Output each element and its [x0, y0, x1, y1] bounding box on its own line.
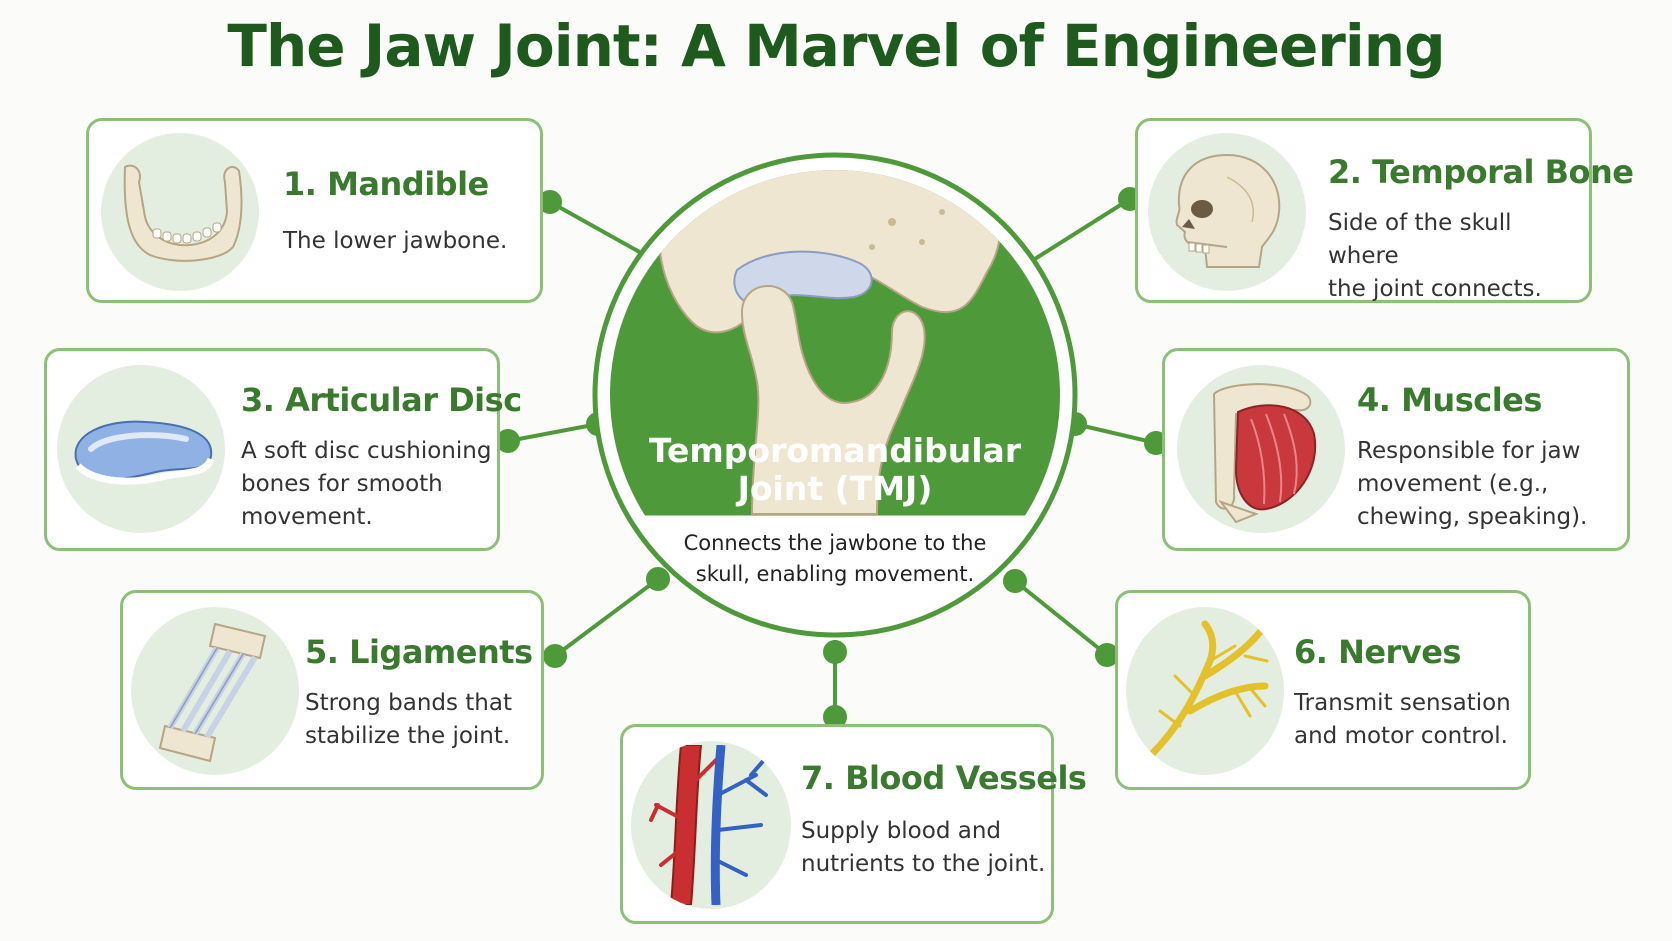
ligaments-description-line: stabilize the joint. — [305, 723, 511, 749]
card-temporal-bone: 2. Temporal Bone Side of the skull where… — [1135, 118, 1634, 306]
ligament-icon — [131, 607, 299, 775]
center-title: Temporomandibular Joint (TMJ) — [622, 432, 1048, 508]
card-mandible: 1. Mandible The lower jawbone. — [86, 118, 543, 303]
ligaments-description-line: Strong bands that — [305, 690, 512, 716]
blood-vessels-description: Supply blood and nutrients to the joint. — [801, 815, 1045, 881]
page-title: The Jaw Joint: A Marvel of Engineering — [227, 12, 1445, 80]
card-articular-disc: 3. Articular Disc A soft disc cushioning… — [44, 348, 522, 551]
card-blood-vessels: 7. Blood Vessels Supply blood and nutrie… — [620, 724, 1087, 924]
blood-vessels-description-line: nutrients to the joint. — [801, 851, 1046, 877]
nerves-description-line: Transmit sensation — [1294, 690, 1511, 716]
mandible-title: 1. Mandible — [283, 165, 489, 203]
articular-disc-title: 3. Articular Disc — [241, 381, 522, 419]
ligaments-title: 5. Ligaments — [305, 633, 533, 671]
ligaments-description: Strong bands that stabilize the joint. — [305, 687, 512, 753]
card-ligaments: 5. Ligaments Strong bands that stabilize… — [120, 590, 544, 790]
articular-disc-description-line: movement. — [241, 504, 373, 530]
blood-vessels-title: 7. Blood Vessels — [801, 759, 1087, 797]
center-description: Connects the jawbone to the skull, enabl… — [662, 528, 1008, 590]
tmj-center-diagram — [592, 152, 1078, 638]
muscles-description-line: chewing, speaking). — [1357, 504, 1588, 530]
disc-icon — [57, 365, 225, 533]
mandible-description: The lower jawbone. — [283, 225, 507, 258]
nerves-title: 6. Nerves — [1294, 633, 1461, 671]
skull-icon — [1148, 133, 1306, 291]
temporal-bone-title: 2. Temporal Bone — [1328, 153, 1634, 191]
mandible-description-line: The lower jawbone. — [283, 228, 508, 254]
muscles-title: 4. Muscles — [1357, 381, 1542, 419]
nerve-icon — [1126, 607, 1284, 775]
center-title-line1: Temporomandibular — [648, 431, 1022, 470]
mandible-icon — [101, 133, 259, 291]
articular-disc-description: A soft disc cushioning bones for smooth … — [241, 435, 491, 534]
center-description-line2: skull, enabling movement. — [695, 562, 975, 586]
muscle-icon — [1177, 365, 1345, 533]
center-title-line2: Joint (TMJ) — [737, 469, 933, 508]
temporal-bone-description-line: the joint connects. — [1328, 276, 1542, 302]
blood-vessel-icon — [631, 741, 791, 909]
muscles-description: Responsible for jaw movement (e.g., chew… — [1357, 435, 1587, 534]
temporal-bone-description-line: Side of the skull where — [1328, 210, 1512, 269]
blood-vessels-description-line: Supply blood and — [801, 818, 1002, 844]
center-description-line1: Connects the jawbone to the — [683, 531, 987, 555]
nerves-description: Transmit sensation and motor control. — [1294, 687, 1511, 753]
card-muscles: 4. Muscles Responsible for jaw movement … — [1162, 348, 1630, 551]
muscles-description-line: movement (e.g., — [1357, 471, 1549, 497]
muscles-description-line: Responsible for jaw — [1357, 438, 1581, 464]
temporal-bone-description: Side of the skull where the joint connec… — [1328, 207, 1589, 306]
articular-disc-description-line: A soft disc cushioning — [241, 438, 492, 464]
card-nerves: 6. Nerves Transmit sensation and motor c… — [1115, 590, 1531, 790]
nerves-description-line: and motor control. — [1294, 723, 1508, 749]
articular-disc-description-line: bones for smooth — [241, 471, 443, 497]
